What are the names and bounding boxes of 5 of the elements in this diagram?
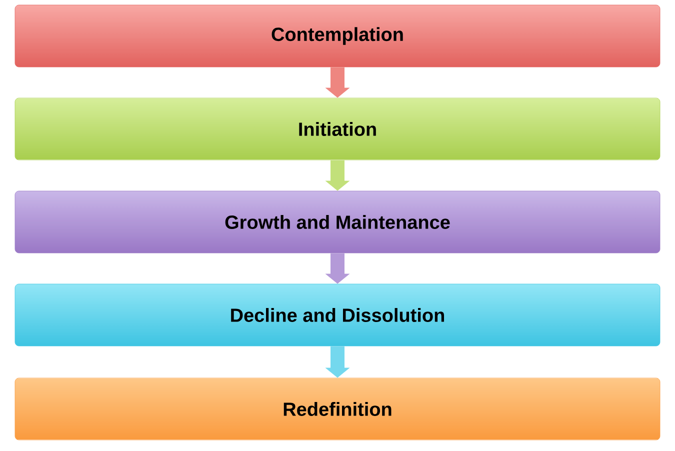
stage-box: Growth and Maintenance [14, 190, 660, 254]
stage-box: Redefinition [14, 378, 660, 440]
stage-box: Initiation [14, 98, 660, 160]
stage-box: Contemplation [14, 4, 660, 68]
stage-box: Decline and Dissolution [14, 284, 660, 346]
